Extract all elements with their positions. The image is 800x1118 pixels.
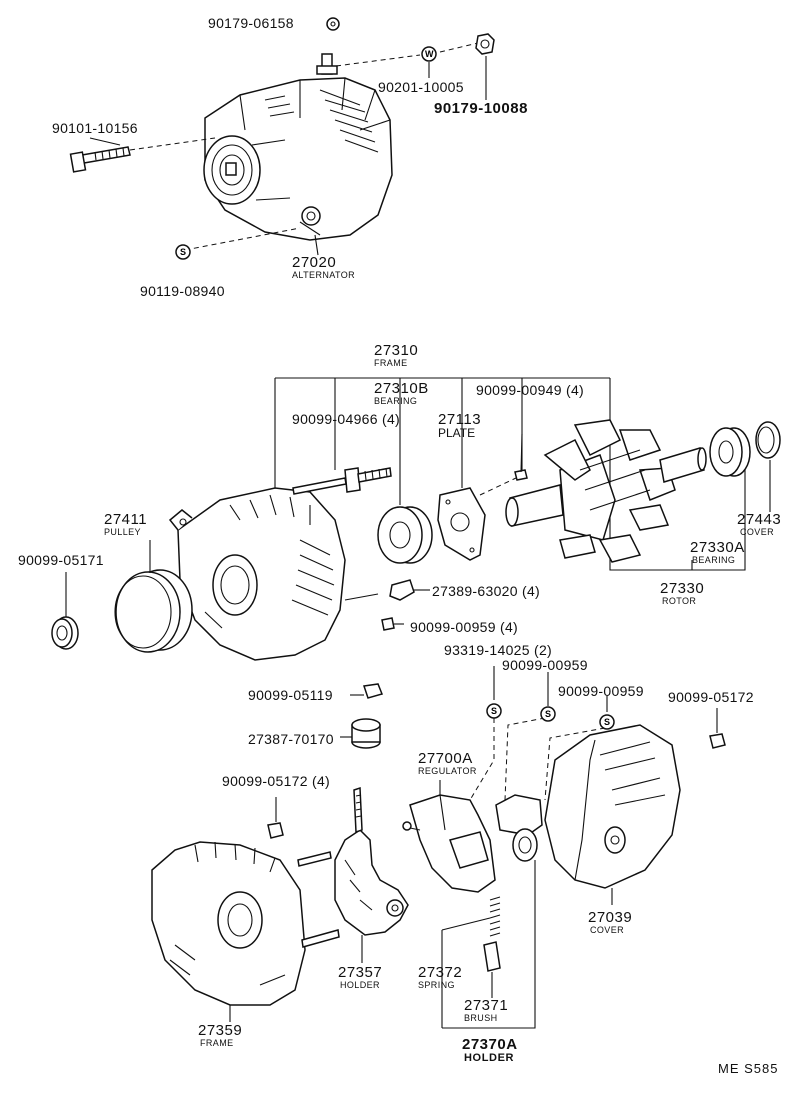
plate-27113-drawing — [437, 477, 517, 561]
name-brush: BRUSH — [464, 1013, 498, 1023]
label-27411: 27411 — [104, 511, 148, 528]
nut-90099-05172-4-drawing — [267, 797, 284, 839]
name-rotor: ROTOR — [662, 596, 697, 606]
nut-90099-05119-drawing — [350, 683, 384, 699]
name-cover-bottom: COVER — [590, 925, 625, 935]
label-27330a: 27330A — [690, 539, 745, 556]
label-90099-05172: 90099-05172 — [668, 689, 754, 705]
svg-text:S: S — [545, 709, 551, 719]
label-90099-00959-a: 90099-00959 — [502, 657, 588, 673]
svg-text:S: S — [604, 717, 610, 727]
label-90099-00949: 90099-00949 (4) — [476, 382, 585, 398]
bushing-27387-drawing — [340, 718, 381, 749]
label-27330: 27330 — [660, 580, 705, 597]
rear-frame-27359-drawing — [151, 841, 340, 1022]
figure-reference-code: ME S585 — [718, 1061, 779, 1076]
name-alternator: ALTERNATOR — [292, 270, 356, 280]
spring-washer-symbol-3: S — [599, 714, 615, 730]
label-27389-63020: 27389-63020 (4) — [432, 583, 541, 599]
name-pulley: PULLEY — [104, 527, 141, 537]
name-spring: SPRING — [418, 980, 455, 990]
holder-27357-drawing — [334, 786, 409, 963]
label-27020: 27020 — [292, 254, 337, 271]
name-frame-top: FRAME — [374, 358, 408, 368]
label-90101-10156: 90101-10156 — [52, 120, 138, 136]
label-90119-08940: 90119-08940 — [140, 283, 225, 299]
name-plate: PLATE — [438, 426, 476, 440]
label-27357: 27357 — [338, 964, 383, 981]
label-27359: 27359 — [198, 1022, 243, 1039]
label-27310: 27310 — [374, 342, 419, 359]
screw-90099-00949-drawing — [514, 433, 528, 481]
spring-27372-drawing — [441, 896, 501, 1028]
name-bearing-right: BEARING — [692, 555, 736, 565]
washer-symbol-top: W — [421, 46, 437, 62]
name-holder-27370a: HOLDER — [464, 1052, 515, 1064]
label-90099-04966: 90099-04966 (4) — [292, 411, 401, 427]
label-27700a: 27700A — [418, 750, 473, 767]
label-90099-05172-4: 90099-05172 (4) — [222, 773, 331, 789]
svg-text:S: S — [491, 706, 497, 716]
alternator-assembly-drawing — [69, 33, 495, 256]
label-27039: 27039 — [588, 909, 633, 926]
drive-end-frame-drawing — [168, 377, 746, 661]
name-cover-right: COVER — [740, 527, 775, 537]
label-93319-14025: 93319-14025 (2) — [444, 642, 553, 658]
label-27113: 27113 — [438, 411, 482, 428]
bearing-27330a-drawing — [709, 427, 751, 477]
spring-washer-symbol-2: S — [540, 706, 556, 722]
screw-90099-00959-drawing — [381, 617, 404, 631]
label-90179-10088: 90179-10088 — [434, 100, 528, 117]
label-27387-70170: 27387-70170 — [248, 731, 334, 747]
cover-27443-drawing — [755, 421, 781, 512]
regulator-27700a-drawing — [402, 780, 496, 893]
svg-text:W: W — [425, 49, 434, 59]
name-holder-27357: HOLDER — [340, 980, 380, 990]
name-regulator: REGULATOR — [418, 766, 477, 776]
name-bearing-top: BEARING — [374, 396, 418, 406]
brush-27371-drawing — [483, 941, 501, 998]
pulley-drawing — [114, 569, 193, 653]
label-90099-05119: 90099-05119 — [248, 687, 333, 703]
cover-27039-drawing — [544, 724, 681, 905]
brush-holder-drawing — [442, 794, 543, 1029]
svg-text:S: S — [180, 247, 186, 257]
lock-symbol-90179-06158 — [326, 17, 340, 31]
label-90099-00959-4: 90099-00959 (4) — [410, 619, 519, 635]
label-27372: 27372 — [418, 964, 463, 981]
label-27371: 27371 — [464, 997, 509, 1014]
label-27370a: 27370A — [462, 1036, 518, 1053]
label-90179-06158: 90179-06158 — [208, 15, 294, 31]
label-27443: 27443 — [737, 511, 782, 528]
nut-90099-05172-drawing — [709, 708, 726, 749]
bearing-27310b-drawing — [377, 506, 433, 564]
spring-washer-symbol-1: S — [486, 703, 502, 719]
nut-90099-05171-drawing — [51, 572, 79, 650]
label-27310b: 27310B — [374, 380, 429, 397]
rotor-drawing — [505, 419, 707, 563]
label-90099-00959-b: 90099-00959 — [558, 683, 644, 699]
name-frame-bottom: FRAME — [200, 1038, 234, 1048]
spring-washer-symbol-top: S — [175, 244, 191, 260]
insulator-27389-drawing — [389, 579, 430, 601]
label-90099-05171: 90099-05171 — [18, 552, 104, 568]
label-90201-10005: 90201-10005 — [378, 79, 464, 95]
